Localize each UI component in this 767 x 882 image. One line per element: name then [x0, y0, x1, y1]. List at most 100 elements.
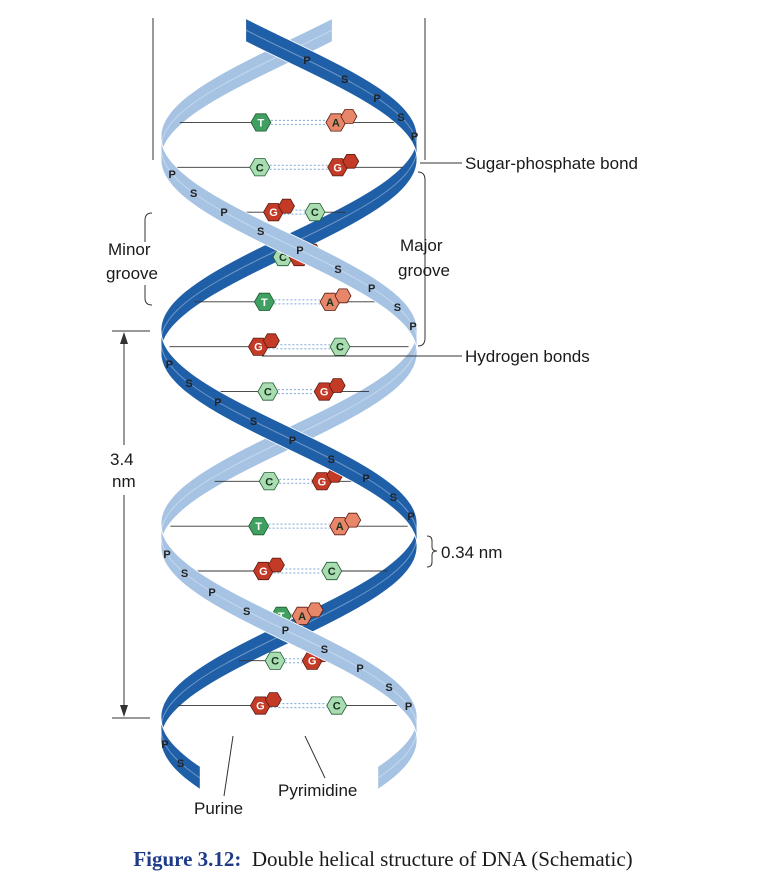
backbone-letter-0-10: P [296, 245, 303, 257]
base-G-2-left-letter: G [269, 207, 278, 219]
light-strand-front-segment-highlight-0 [160, 147, 418, 341]
dark-strand-front [160, 17, 418, 791]
base-A-0-right-letter: A [332, 117, 340, 129]
backbone-letter-1-36: P [161, 739, 168, 751]
pitch-label-unit: nm [112, 472, 136, 491]
backbone-letter-1-37: S [177, 758, 184, 770]
base-T-9-left-ring [248, 517, 270, 536]
backbone-letter-1-2: P [373, 93, 380, 105]
base-C-8-left-letter: C [265, 476, 273, 488]
sugar-phosphate-bond-label: Sugar-phosphate bond [465, 154, 638, 173]
light-strand-front-segment-highlight-1 [160, 535, 418, 729]
backbone-letter-0-27: S [181, 568, 188, 580]
base-C-2-right-ring [304, 203, 326, 222]
backbone-letter-0-33: S [385, 682, 392, 694]
base-T-9-left-letter: T [255, 521, 262, 533]
hydrogen-bonds-label: Hydrogen bonds [465, 347, 590, 366]
backbone-letter-1-16: P [166, 359, 173, 371]
backbone-letter-1-22: P [362, 473, 369, 485]
backbone-letter-1-21: S [328, 454, 335, 466]
base-G-1-right-letter: G [333, 162, 342, 174]
backbone-letter-0-14: P [409, 321, 416, 333]
base-G-2-left-ring6 [263, 203, 284, 222]
base-G-10-left-ring6 [252, 561, 274, 581]
base-A-9-right-letter: A [336, 521, 344, 533]
dark-strand-front-segment-highlight-0 [245, 29, 418, 149]
base-A-9-right-ring6 [329, 517, 351, 536]
dark-strand-front-segment-0 [245, 17, 418, 160]
base-G-8-right-ring6 [311, 472, 333, 491]
base-G-13-left-ring6 [249, 696, 271, 715]
base-C-6-left-letter: C [264, 387, 272, 399]
base-A-11-right-ring6 [291, 606, 313, 625]
purine-label: Purine [194, 799, 243, 818]
dark-strand-front-segment-1 [160, 330, 418, 546]
base-T-4-left-ring [253, 292, 275, 311]
base-C-12-left-letter: C [271, 656, 279, 668]
base-C-6-left-ring [257, 382, 279, 401]
base-G-1-right-ring6 [327, 158, 349, 177]
base-C-5-right-letter: C [336, 342, 344, 354]
backbone-letter-0-28: P [208, 587, 215, 599]
base-G-6-right-ring5 [328, 378, 346, 393]
backbone-letter-1-19: S [250, 416, 257, 428]
backbone-letter-0-29: S [243, 606, 250, 618]
light-strand-front [160, 136, 418, 740]
base-G-12-right-letter: G [308, 656, 317, 668]
base-C-12-left-ring [264, 651, 286, 670]
backbone-letter-1-1: S [341, 74, 348, 86]
rise-label: 0.34 nm [441, 543, 502, 562]
pyrimidine-leader [304, 735, 326, 779]
backbone-letter-0-8: P [220, 207, 227, 219]
base-G-10-left-ring5 [267, 557, 285, 573]
base-G-2-left-ring5 [278, 198, 295, 214]
light-strand-front-segment-1 [160, 524, 418, 740]
base-A-9-right-ring5 [344, 512, 362, 528]
base-G-6-right-ring6 [313, 382, 335, 401]
base-C-8-left-ring [258, 472, 280, 491]
light-strand-front-segment-0 [160, 136, 418, 352]
base-G-5-left-letter: G [254, 342, 263, 354]
base-G-13-left-letter: G [256, 701, 265, 713]
backbone-letter-0-7: S [190, 188, 197, 200]
base-C-3-left-letter: C [279, 252, 287, 264]
pyrimidine-label: Pyrimidine [278, 781, 357, 800]
backbone-letter-0-6: P [169, 169, 176, 181]
base-T-4-left-letter: T [261, 297, 268, 309]
base-A-11-right-ring5 [306, 602, 324, 618]
backbone-letter-0-11: S [334, 264, 341, 276]
backbone-letter-0-12: P [368, 283, 375, 295]
major-groove-label-line1: Major [400, 236, 443, 255]
base-G-10-left-letter: G [259, 566, 268, 578]
backbone-letter-1-18: P [214, 397, 221, 409]
dark-strand-front-segment-2 [160, 718, 201, 791]
base-G-6-right-letter: G [320, 387, 329, 399]
dark-strand-front-segment-highlight-2 [160, 729, 201, 779]
figure-caption-label: Figure 3.12: [133, 847, 241, 871]
backbone-letter-1-0: P [303, 55, 310, 67]
base-C-1-left-ring [249, 158, 271, 177]
base-C-13-right-ring [326, 696, 348, 715]
backbone-letter-1-3: S [397, 112, 404, 124]
base-A-0-right-ring5 [340, 109, 358, 124]
major-groove-label-line2: groove [398, 261, 450, 280]
base-T-0-left-ring [250, 113, 272, 132]
pitch-label-value: 3.4 [110, 450, 134, 469]
base-G-1-right-ring5 [342, 153, 360, 169]
base-G-13-left-ring5 [264, 692, 282, 707]
base-A-4-right-ring6 [319, 292, 341, 311]
light-strand-back-segment-2 [377, 718, 418, 791]
backbone-letter-0-30: P [282, 625, 289, 637]
base-C-1-left-letter: C [256, 162, 264, 174]
backbone-letter-1-20: P [289, 435, 296, 447]
base-A-4-right-letter: A [326, 297, 334, 309]
base-C-5-right-ring [329, 337, 351, 356]
backbone-letter-1-23: S [390, 492, 397, 504]
base-C-10-right-letter: C [328, 566, 336, 578]
backbone-letter-1-4: P [411, 131, 418, 143]
backbone-letter-1-17: S [185, 378, 192, 390]
dark-strand-front-segment-highlight-1 [160, 341, 418, 535]
major-groove-bracket [417, 171, 426, 347]
